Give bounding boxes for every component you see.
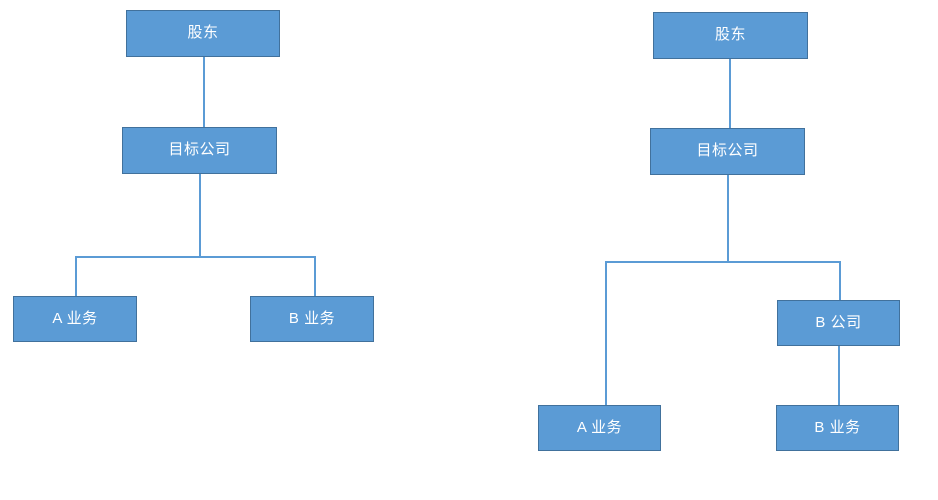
node-shareholder-right[interactable]: 股东 [653, 12, 808, 59]
connector-split-to-company-b-right [839, 261, 841, 301]
node-business-a-left[interactable]: A 业务 [13, 296, 137, 342]
connector-company-b-to-business-b [838, 346, 840, 406]
connector-split-to-business-a-right [605, 261, 607, 406]
connector-target-to-split-right [727, 175, 729, 262]
node-company-b-right[interactable]: B 公司 [777, 300, 900, 346]
connector-split-bar-right [605, 261, 841, 263]
node-business-a-right[interactable]: A 业务 [538, 405, 661, 451]
connector-split-to-business-b [314, 256, 316, 297]
node-business-b-right[interactable]: B 业务 [776, 405, 899, 451]
connector-shareholder-to-target [203, 57, 205, 127]
connector-split-bar [75, 256, 316, 258]
node-shareholder-left[interactable]: 股东 [126, 10, 280, 57]
node-target-company-right[interactable]: 目标公司 [650, 128, 805, 175]
connector-split-to-business-a [75, 256, 77, 297]
node-target-company-left[interactable]: 目标公司 [122, 127, 277, 174]
connector-target-to-split [199, 174, 201, 257]
node-business-b-left[interactable]: B 业务 [250, 296, 374, 342]
connector-shareholder-to-target-right [729, 59, 731, 129]
